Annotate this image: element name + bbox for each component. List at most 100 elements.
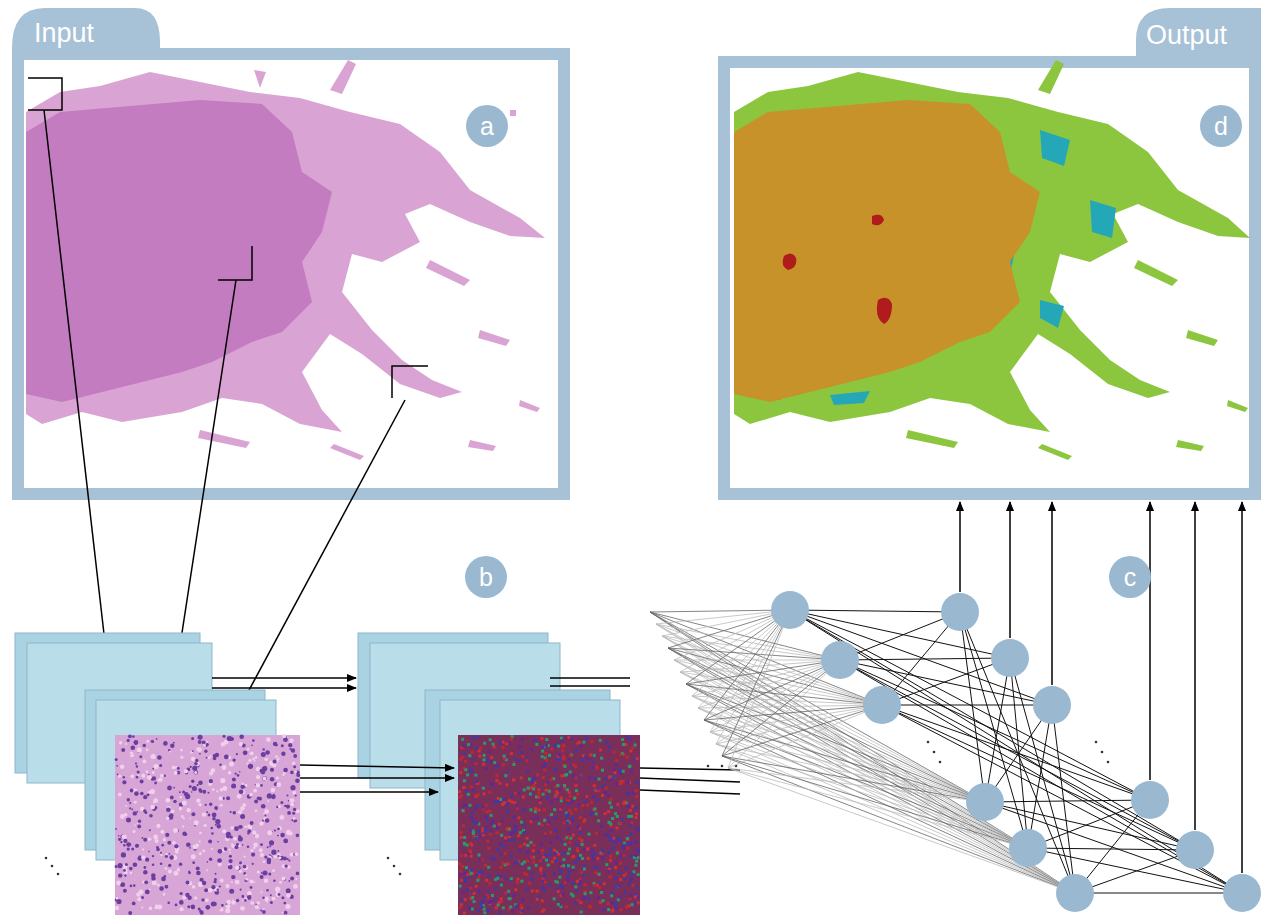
texture-dot [625, 906, 628, 909]
texture-dot [476, 780, 479, 783]
texture-dot [499, 866, 502, 869]
texture-dot [232, 778, 236, 782]
texture-dot [541, 750, 544, 753]
texture-dot [581, 759, 584, 762]
texture-dot [574, 885, 577, 888]
texture-dot [286, 888, 291, 893]
texture-dot [265, 750, 270, 755]
texture-dot [550, 748, 553, 751]
synapse [686, 684, 985, 802]
texture-dot [152, 768, 154, 770]
texture-dot [504, 852, 507, 855]
texture-dot [217, 824, 221, 828]
step-letter: c [1109, 556, 1151, 598]
texture-dot [116, 765, 118, 767]
texture-dot [614, 902, 617, 905]
texture-dot [627, 815, 630, 818]
synapse [1028, 705, 1052, 848]
texture-dot [462, 744, 465, 747]
texture-dot [159, 764, 162, 767]
texture-dot [631, 746, 634, 749]
texture-dot [559, 862, 562, 865]
texture-dot [626, 872, 629, 875]
texture-dot [598, 778, 601, 781]
texture-dot [118, 838, 121, 841]
texture-dot [475, 836, 478, 839]
texture-dot [191, 812, 195, 816]
texture-dot [513, 758, 516, 761]
texture-dot [539, 801, 542, 804]
texture-dot [476, 804, 479, 807]
texture-dot [567, 852, 570, 855]
texture-dot [608, 870, 611, 873]
texture-dot [155, 839, 159, 843]
texture-dot [160, 830, 164, 834]
texture-dot [483, 754, 486, 757]
texture-dot [226, 835, 230, 839]
texture-dot [566, 875, 569, 878]
texture-dot [498, 901, 501, 904]
texture-dot [541, 910, 544, 913]
texture-dot [230, 811, 232, 813]
neuron [1176, 831, 1214, 869]
texture-dot [166, 853, 168, 855]
texture-dot [553, 872, 556, 875]
texture-dot [629, 894, 632, 897]
texture-dot [540, 843, 543, 846]
texture-dot [586, 848, 589, 851]
texture-dot [513, 825, 516, 828]
texture-dot [608, 801, 611, 804]
texture-dot [622, 781, 625, 784]
texture-dot [157, 883, 160, 886]
texture-dot [481, 806, 484, 809]
texture-dot [134, 791, 139, 796]
texture-dot [127, 848, 130, 851]
texture-dot [488, 875, 491, 878]
texture-dot [630, 873, 633, 876]
texture-dot [625, 872, 628, 875]
texture-dot [180, 749, 183, 752]
texture-dot [622, 844, 625, 847]
texture-dot [202, 812, 206, 816]
texture-dot [280, 801, 283, 804]
texture-dot [121, 835, 125, 839]
texture-dot [559, 884, 562, 887]
texture-dot [149, 888, 151, 890]
texture-dot [290, 877, 294, 881]
texture-dot [562, 744, 565, 747]
synapse [840, 660, 1242, 893]
texture-dot [264, 879, 268, 883]
texture-dot [239, 734, 244, 739]
texture-dot [582, 868, 585, 871]
texture-dot [288, 860, 290, 862]
texture-dot [565, 882, 568, 885]
texture-dot [221, 742, 226, 747]
texture-dot [141, 855, 145, 859]
output-arrow [1194, 502, 1196, 830]
texture-dot [516, 878, 519, 881]
synapse [656, 624, 1028, 848]
tissue-input [26, 60, 545, 460]
texture-dot [591, 812, 594, 815]
texture-dot [237, 794, 242, 799]
texture-dot [570, 737, 573, 740]
texture-dot [168, 869, 172, 873]
texture-dot [563, 764, 566, 767]
texture-dot [211, 832, 214, 835]
texture-dot [292, 762, 295, 765]
texture-dot [217, 889, 219, 891]
texture-dot [541, 849, 544, 852]
texture-dot [242, 900, 244, 902]
texture-dot [279, 881, 282, 884]
texture-dot [196, 867, 200, 871]
texture-dot [560, 796, 563, 799]
texture-dot [498, 782, 501, 785]
texture-dot [602, 899, 605, 902]
texture-dot [526, 860, 529, 863]
texture-dot [160, 862, 163, 865]
texture-dot [265, 818, 270, 823]
texture-dot [239, 825, 243, 829]
texture-dot [512, 763, 515, 766]
texture-dot [208, 757, 210, 759]
